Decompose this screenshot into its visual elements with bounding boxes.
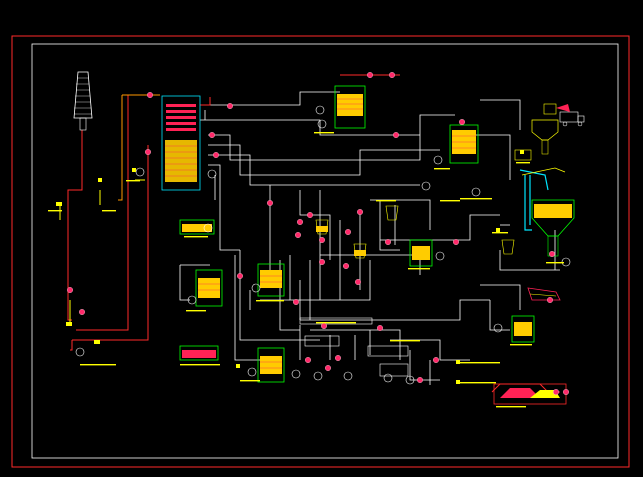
cyclones <box>315 205 515 259</box>
chimney-stack <box>73 71 93 131</box>
small-hopper-top-right <box>531 103 559 155</box>
valve-markers <box>56 150 524 384</box>
white-process-lines <box>179 74 560 385</box>
tank-left-mid <box>195 269 223 307</box>
central-manifold <box>299 317 409 377</box>
basin-left <box>179 219 215 235</box>
basin-lower-left <box>179 345 219 361</box>
tank-upper-right <box>449 124 479 164</box>
pumps <box>75 105 571 385</box>
equipment-captions <box>48 132 564 408</box>
instrument-bubbles <box>67 72 569 395</box>
outer-border <box>11 35 630 468</box>
inner-border <box>31 43 619 459</box>
cyan-conveyor <box>519 169 549 231</box>
tank-top-center <box>334 85 366 129</box>
tank-center-left <box>257 263 285 297</box>
tank-lower-left <box>257 347 285 383</box>
belt-filter <box>527 287 561 301</box>
tank-lower-right <box>511 315 535 343</box>
main-absorber-tower <box>161 95 201 191</box>
tank-mid-right <box>409 239 433 267</box>
truck <box>556 104 585 127</box>
